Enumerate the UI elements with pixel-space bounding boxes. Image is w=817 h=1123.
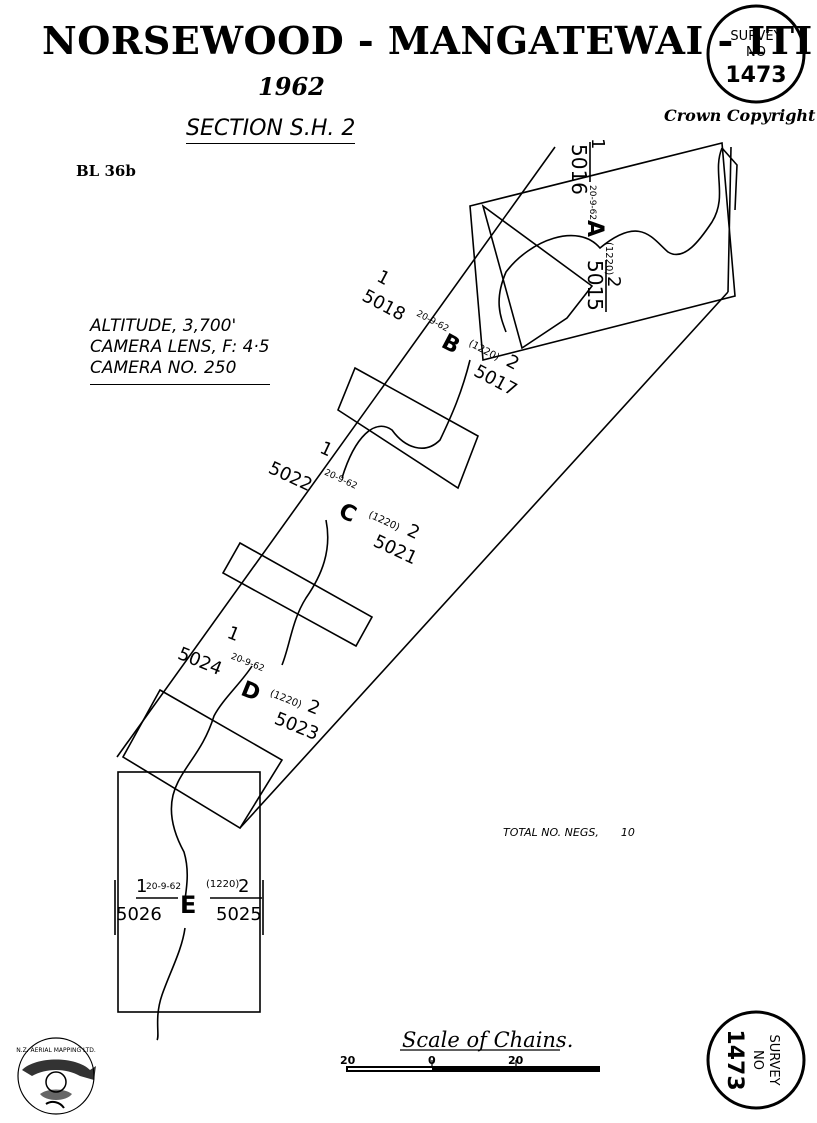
- label-b-date: 20-9-62: [414, 309, 450, 334]
- river-line: [156, 147, 723, 1041]
- label-a-letter: A: [582, 220, 607, 237]
- label-d-height: (1220): [268, 688, 303, 711]
- stamp-bottom-number: 1473: [722, 1029, 747, 1090]
- stamp-bottom-line2: NO: [750, 1050, 765, 1070]
- label-e-letter: E: [180, 891, 196, 919]
- map-year: 1962: [258, 72, 325, 101]
- photo-label-c: 1 5022 20-9-62 C (1220) 2 5021: [265, 437, 423, 569]
- stamp-bottom-line1: SURVEY: [766, 1034, 781, 1085]
- photo-label-d: 1 5024 20-9-62 D (1220) 2 5023: [175, 622, 323, 745]
- label-d-run2: 2: [305, 696, 323, 720]
- scale-tick-left: 20: [340, 1054, 356, 1067]
- survey-stamp-bottom: SURVEY NO 1473: [706, 1010, 806, 1110]
- scale-bar: 20 0 20: [340, 1049, 600, 1072]
- total-negatives-count: 10: [620, 826, 635, 839]
- stamp-top-line1: SURVEY: [730, 29, 781, 44]
- sheet-reference: BL 36b: [76, 162, 136, 180]
- label-c-neg-left: 5022: [265, 458, 315, 496]
- map-title: NORSEWOOD - MANGATEWAI - ITI: [42, 18, 813, 63]
- photo-frame-d: [121, 688, 284, 830]
- label-e-run: 1: [136, 876, 147, 897]
- section-label: SECTION S.H. 2: [186, 116, 356, 144]
- total-negatives: TOTAL NO. NEGS, 10: [503, 826, 635, 839]
- river-branch: [721, 147, 738, 211]
- label-b-neg-left: 5018: [358, 285, 408, 325]
- copyright-note: Crown Copyright: [664, 106, 816, 125]
- photo-label-a: 5016 1 20-9-62 A (1220) 2 5015: [567, 138, 624, 311]
- scale-title: Scale of Chains.: [402, 1028, 574, 1052]
- camera-info: ALTITUDE, 3,700' CAMERA LENS, F: 4·5 CAM…: [90, 316, 270, 385]
- scale-tick-zero: 0: [428, 1054, 436, 1067]
- photo-label-b: 1 5018 20-9-62 B (1220) 2 5017: [358, 266, 522, 401]
- label-e-neg-right: 5025: [216, 904, 262, 925]
- label-b-run: 1: [373, 266, 393, 290]
- label-a-height: (1220): [603, 242, 614, 275]
- photo-frame-a: [469, 141, 736, 362]
- nz-aerial-mapping-logo: N.Z. AERIAL MAPPING LTD.: [16, 1037, 96, 1115]
- label-e-date: 20-9-62: [146, 882, 181, 892]
- label-e-neg-left: 5026: [116, 904, 162, 925]
- camera-number-text: CAMERA NO. 250: [90, 358, 237, 378]
- label-a-run: 1: [587, 138, 608, 149]
- label-c-run2: 2: [404, 520, 423, 544]
- label-a-neg-right: 5015: [583, 260, 607, 311]
- strip-left-edge: [116, 146, 556, 758]
- survey-stamp-top: SURVEY NO 1473: [706, 4, 806, 104]
- stamp-top-number: 1473: [725, 63, 786, 88]
- photo-frame-c: [221, 541, 374, 648]
- strip-right-edge-top: [727, 146, 732, 293]
- photo-frame-e: [117, 771, 261, 1013]
- label-c-letter: C: [335, 499, 360, 528]
- label-e-run2: 2: [238, 876, 249, 897]
- altitude-text: ALTITUDE, 3,700': [90, 316, 237, 336]
- label-d-run: 1: [224, 622, 242, 646]
- photo-frame-a-inner: [481, 203, 594, 350]
- label-d-neg-left: 5024: [175, 643, 225, 680]
- total-negatives-label: TOTAL NO. NEGS,: [503, 826, 599, 839]
- label-a-run2: 2: [603, 276, 624, 287]
- label-d-date: 20-9-62: [229, 652, 265, 674]
- strip-right-edge: [239, 291, 729, 829]
- label-a-neg-left: 5016: [567, 144, 591, 195]
- label-c-height: (1220): [367, 510, 402, 534]
- label-e-height: (1220): [206, 879, 239, 890]
- scale-tick-right: 20: [508, 1054, 524, 1067]
- label-c-date: 20-9-62: [322, 468, 358, 492]
- photo-frame-b: [337, 366, 479, 490]
- logo-text: N.Z. AERIAL MAPPING LTD.: [16, 1047, 96, 1054]
- photo-label-e: 1 20-9-62 (1220) 2 5026 E 5025: [116, 876, 262, 925]
- stamp-top-line2: NO: [746, 45, 766, 60]
- label-c-run: 1: [317, 437, 336, 461]
- label-b-letter: B: [437, 330, 464, 360]
- camera-lens-text: CAMERA LENS, F: 4·5: [90, 337, 270, 357]
- label-a-date: 20-9-62: [587, 185, 597, 220]
